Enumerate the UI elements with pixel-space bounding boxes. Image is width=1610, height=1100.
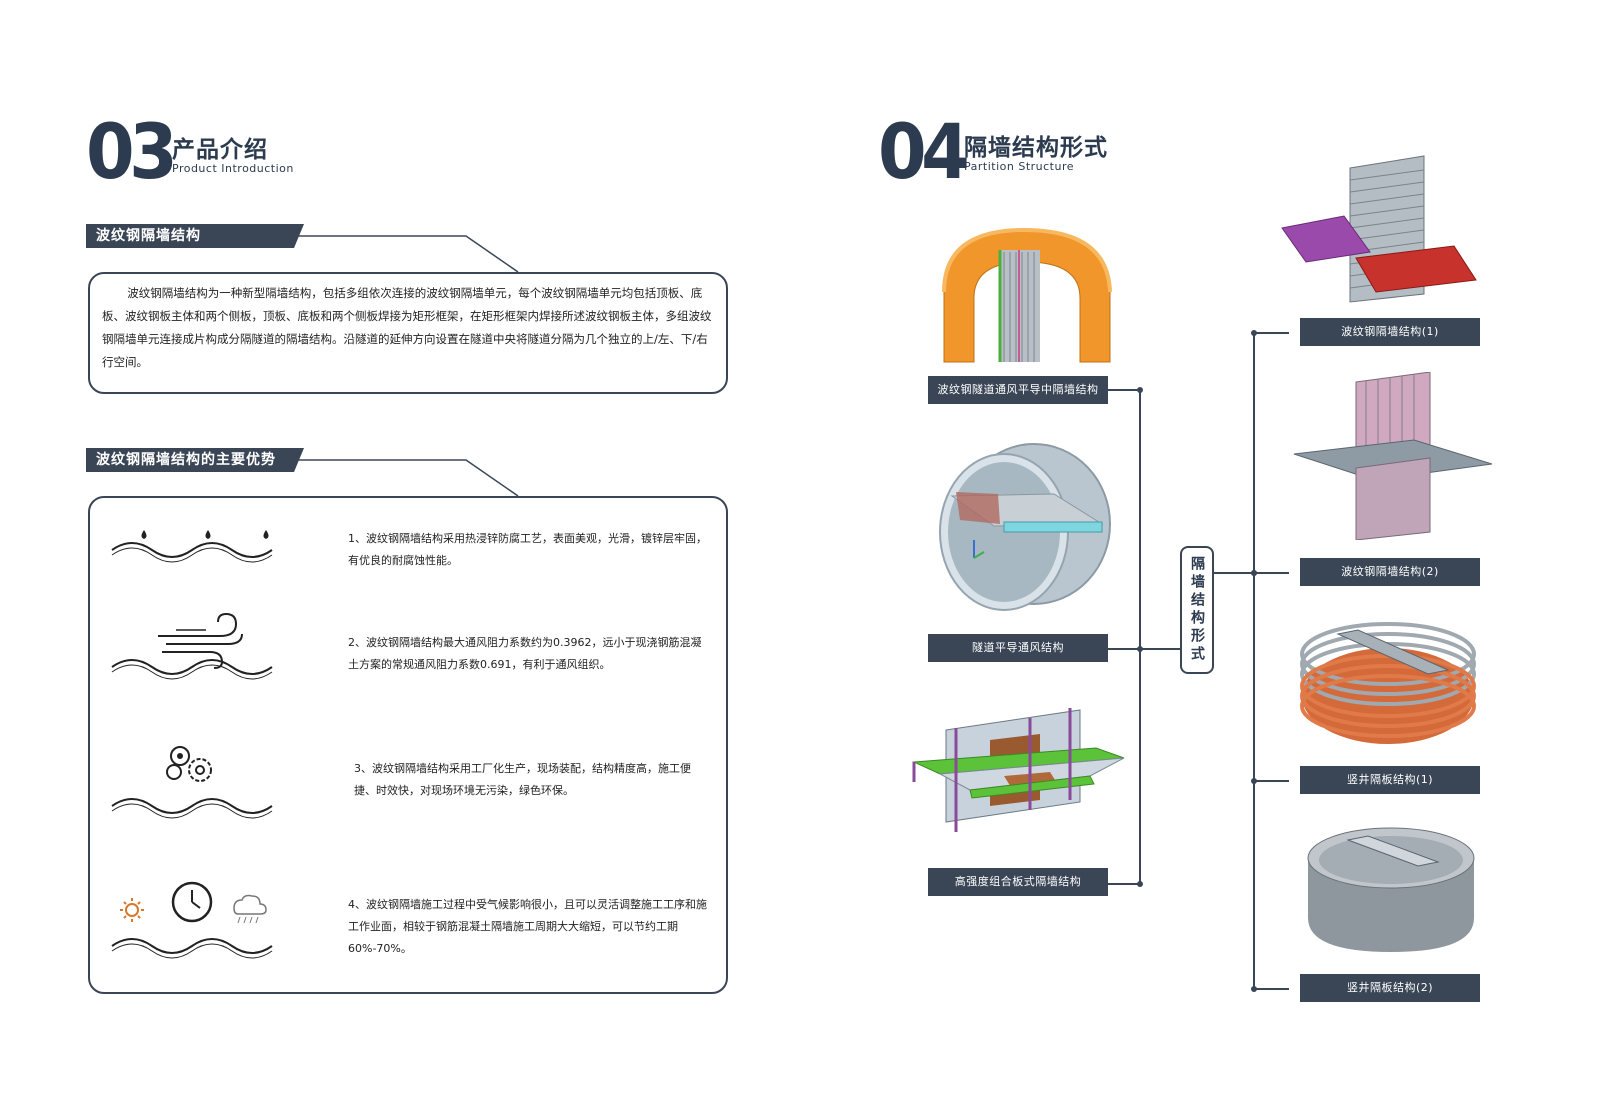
- advantage-text-4: 4、波纹钢隔墙施工过程中受气候影响很小，且可以灵活调整施工工序和施工作业面，相较…: [348, 898, 707, 955]
- connector-right-4: [1253, 988, 1289, 990]
- circular-tunnel-vent-image: [939, 443, 1111, 611]
- connector-dot: [1251, 778, 1257, 784]
- image-label-corrugated-1: 波纹钢隔墙结构(1): [1300, 318, 1480, 346]
- intro-paragraph: 波纹钢隔墙结构为一种新型隔墙结构，包括多组依次连接的波纹钢隔墙单元，每个波纹钢隔…: [102, 286, 712, 369]
- connector-right-2: [1253, 572, 1289, 574]
- image-label-arch-tunnel: 波纹钢隧道通风平导中隔墙结构: [928, 376, 1108, 404]
- advantage-text-1: 1、波纹钢隔墙结构采用热浸锌防腐工艺，表面美观，光滑，镀锌层牢固，有优良的耐腐蚀…: [348, 532, 707, 567]
- section2-tab-connector: [86, 448, 519, 497]
- center-label-text: 隔墙结构形式: [1189, 556, 1205, 664]
- corrugated-partition-2-image: [1293, 372, 1493, 540]
- connector-right-1: [1253, 332, 1289, 334]
- page-subtitle-product-intro: Product Introduction: [172, 162, 294, 175]
- connector-dot: [1137, 387, 1143, 393]
- right-connector-line: [1253, 332, 1255, 990]
- connector-left-3: [1101, 883, 1141, 885]
- image-label-corrugated-2: 波纹钢隔墙结构(2): [1300, 558, 1480, 586]
- connector-center-left: [1141, 648, 1181, 650]
- section1-tab-label: 波纹钢隔墙结构: [96, 228, 201, 244]
- page-title-product-intro: 产品介绍: [172, 137, 268, 163]
- section-number-03: 03: [86, 107, 178, 196]
- section1-tab-connector: [86, 224, 519, 273]
- connector-dot: [1251, 330, 1257, 336]
- advantage-text-2: 2、波纹钢隔墙结构最大通风阻力系数约为0.3962，远小于现浇钢筋混凝土方案的常…: [348, 636, 702, 671]
- section2-tab-label: 波纹钢隔墙结构的主要优势: [96, 452, 276, 468]
- gears-icon: [111, 746, 273, 819]
- connector-dot: [1137, 646, 1143, 652]
- left-connector-line: [1139, 390, 1141, 884]
- corrugated-partition-1-image: [1281, 155, 1477, 303]
- connector-dot: [1251, 570, 1257, 576]
- image-label-shaft-1: 竖井隔板结构(1): [1300, 766, 1480, 794]
- connector-center-right: [1214, 572, 1254, 574]
- page-title-partition: 隔墙结构形式: [964, 135, 1108, 161]
- wind-icon: [111, 612, 273, 680]
- connector-right-3: [1253, 780, 1289, 782]
- image-label-composite-panel: 高强度组合板式隔墙结构: [928, 868, 1108, 896]
- section-number-04: 04: [878, 107, 970, 196]
- clock-weather-icon: [111, 881, 273, 959]
- connector-dot: [1251, 986, 1257, 992]
- image-label-shaft-2: 竖井隔板结构(2): [1300, 974, 1480, 1002]
- connector-left-2: [1101, 648, 1141, 650]
- shaft-partition-2-image: [1307, 827, 1475, 952]
- advantages-box: [88, 496, 728, 994]
- corrosion-drops-icon: [111, 530, 273, 563]
- composite-panel-partition-image: [912, 708, 1125, 832]
- partition-structure-center-label: 隔墙结构形式: [1180, 546, 1214, 674]
- advantage-text-3: 3、波纹钢隔墙结构采用工厂化生产，现场装配，结构精度高，施工便捷、时效快，对现场…: [354, 762, 691, 797]
- arch-tunnel-partition-image: [942, 227, 1112, 363]
- shaft-partition-1-image: [1300, 622, 1476, 744]
- intro-text-box: 波纹钢隔墙结构为一种新型隔墙结构，包括多组依次连接的波纹钢隔墙单元，每个波纹钢隔…: [88, 272, 728, 394]
- connector-dot: [1137, 881, 1143, 887]
- connector-left-1: [1101, 389, 1141, 391]
- page-subtitle-partition: Partition Structure: [964, 160, 1075, 173]
- image-label-tunnel-vent: 隧道平导通风结构: [928, 634, 1108, 662]
